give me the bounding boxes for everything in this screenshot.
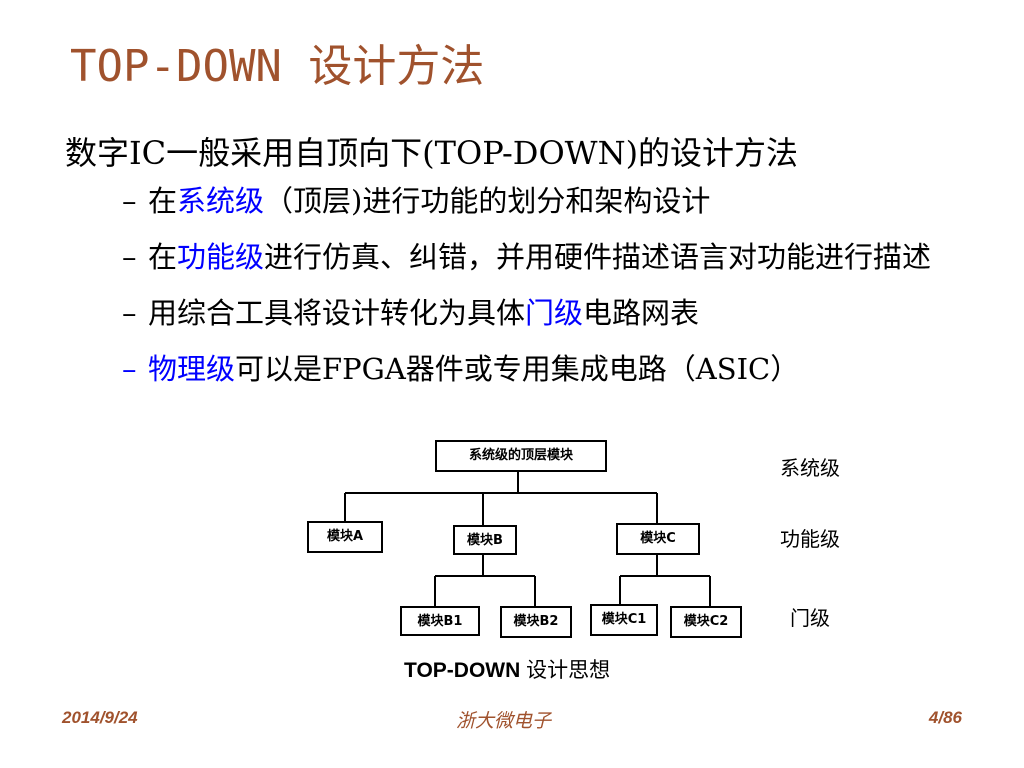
main-bullet: 数字IC一般采用自顶向下(TOP-DOWN)的设计方法 (65, 134, 799, 172)
diagram-caption: TOP-DOWN 设计思想 (404, 659, 611, 682)
highlight-function-level: 功能级 (177, 240, 265, 274)
sub-bullet-function-level: –在功能级进行仿真、纠错，并用硬件描述语言对功能进行描述 (122, 236, 992, 278)
title-zh: 设计方法 (308, 41, 485, 92)
highlight-system-level: 系统级 (177, 184, 265, 218)
level-label-function: 功能级 (780, 527, 840, 551)
footer-date: 2014/9/24 (62, 708, 138, 727)
box-module-b2: 模块B2 (500, 606, 572, 638)
level-label-system: 系统级 (780, 456, 840, 480)
box-module-c2: 模块C2 (670, 606, 742, 638)
bullet-dash: – (122, 240, 137, 274)
footer-organization: 浙大微电子 (456, 711, 552, 732)
bullet-dash: – (122, 184, 137, 218)
sub-bullet-gate-level: –用综合工具将设计转化为具体门级电路网表 (122, 292, 992, 334)
level-label-gate: 门级 (790, 606, 830, 630)
sub-bullet-system-level: –在系统级（顶层)进行功能的划分和架构设计 (122, 180, 992, 222)
highlight-physical-level: 物理级 (148, 352, 236, 386)
box-module-a: 模块A (307, 521, 383, 553)
slide-title: TOP-DOWN 设计方法 (70, 30, 484, 94)
box-module-b: 模块B (453, 525, 517, 555)
box-module-b1: 模块B1 (400, 606, 480, 636)
diagram-connectors (344, 470, 711, 606)
sub-bullet-list: –在系统级（顶层)进行功能的划分和架构设计 –在功能级进行仿真、纠错，并用硬件描… (122, 180, 992, 404)
box-system-top-module: 系统级的顶层模块 (435, 440, 607, 472)
box-module-c1: 模块C1 (590, 604, 658, 636)
highlight-gate-level: 门级 (525, 296, 584, 330)
bullet-dash: – (122, 352, 137, 386)
bullet-dash: – (122, 296, 137, 330)
sub-bullet-physical-level: –物理级可以是FPGA器件或专用集成电路（ASIC） (122, 348, 992, 390)
top-down-hierarchy-diagram: 系统级的顶层模块 模块A 模块B 模块C 模块B1 模块B2 模块C1 模块C2… (290, 430, 890, 650)
title-en: TOP-DOWN (70, 41, 282, 92)
box-module-c: 模块C (616, 523, 700, 555)
footer-page-number: 4/86 (928, 708, 962, 727)
